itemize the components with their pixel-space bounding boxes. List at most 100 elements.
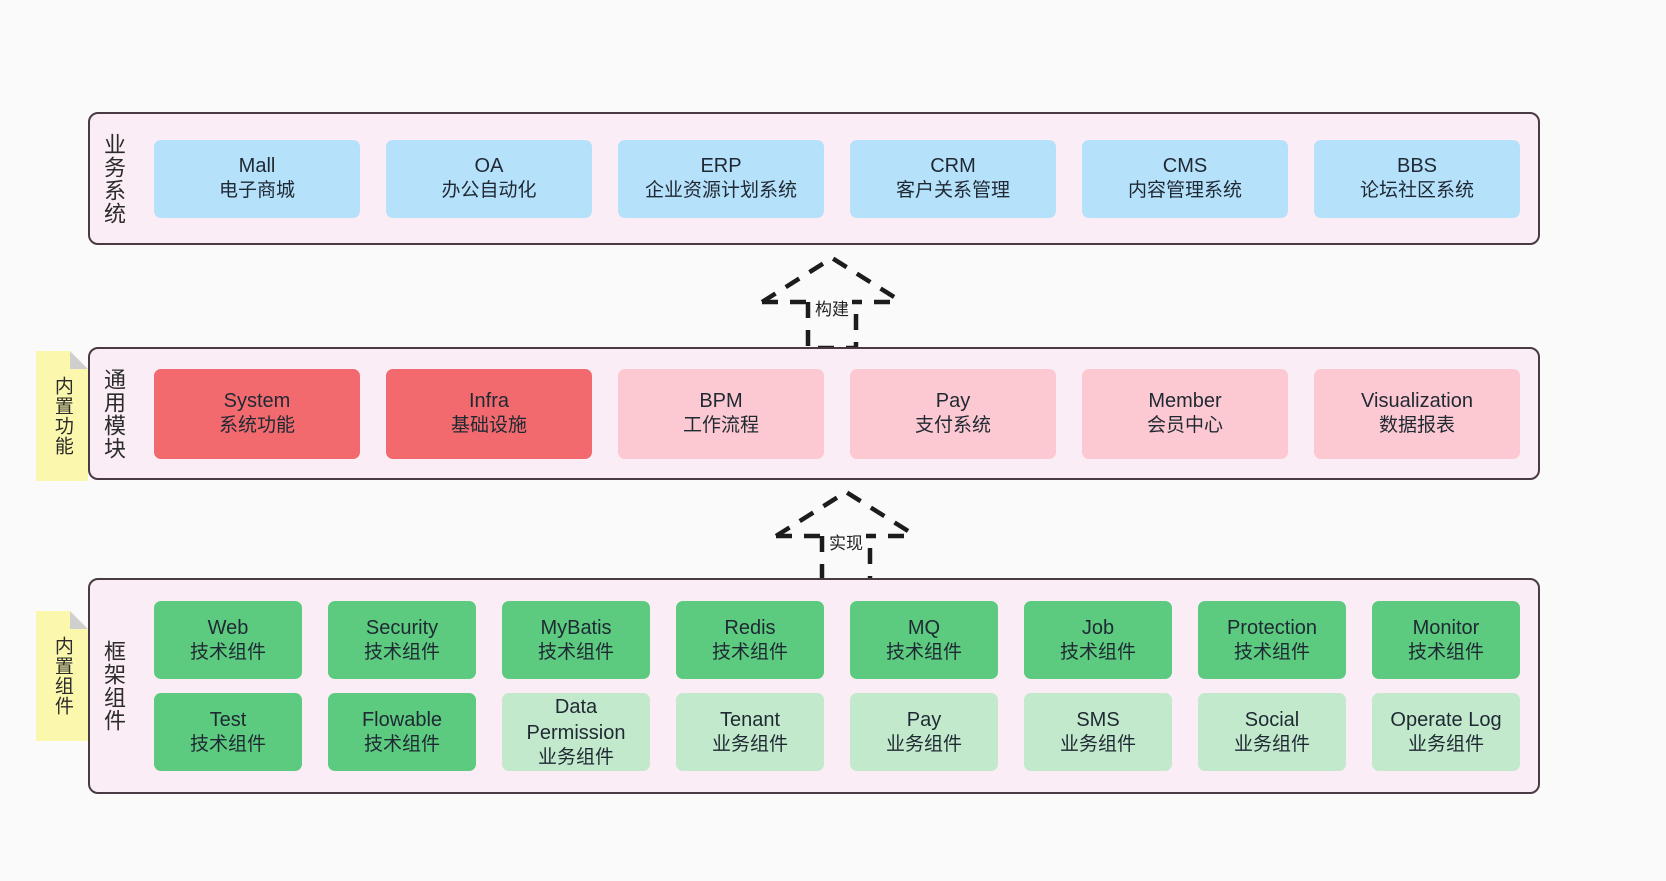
box-title: Security [365,616,439,639]
box-subtitle: 内容管理系统 [1127,180,1242,202]
box-title: BPM [699,390,743,413]
layer-body-framework-components: Web 技术组件 Security 技术组件 MyBatis 技术组件 Redi… [136,580,1538,792]
box-row: Test 技术组件 Flowable 技术组件 Data Permission … [154,693,1520,771]
connector-realize: 实现 [766,486,926,586]
box-title: MQ [907,616,941,639]
box-oa[interactable]: OA 办公自动化 [386,139,592,218]
layer-body-common-modules: System 系统功能 Infra 基础设施 BPM 工作流程 Pay 支付系统… [136,349,1538,478]
box-title: Pay [906,708,942,731]
box-sms[interactable]: SMS 业务组件 [1024,693,1172,771]
layer-label-common-modules: 通用模块 [100,367,126,460]
box-pay-module[interactable]: Pay 支付系统 [850,368,1056,459]
box-security[interactable]: Security 技术组件 [328,601,476,679]
box-title: Job [1081,616,1115,639]
note-builtin-features: 内置功能 [36,351,88,481]
box-crm[interactable]: CRM 客户关系管理 [850,139,1056,218]
box-subtitle: 业务组件 [711,733,788,755]
box-title: Flowable [361,708,443,731]
box-bpm[interactable]: BPM 工作流程 [618,368,824,459]
box-title: Test [209,708,247,731]
box-job[interactable]: Job 技术组件 [1024,601,1172,679]
box-title: ERP [700,155,742,178]
box-title: CRM [930,155,976,178]
box-title: MyBatis [540,616,612,639]
box-title: Tenant [719,708,781,731]
box-subtitle: 业务组件 [1059,733,1136,755]
box-title: System [223,390,291,413]
box-monitor[interactable]: Monitor 技术组件 [1372,601,1520,679]
box-data-permission[interactable]: Data Permission 业务组件 [502,693,650,771]
box-title: Infra [468,390,510,413]
box-title: Monitor [1412,616,1480,639]
box-mybatis[interactable]: MyBatis 技术组件 [502,601,650,679]
box-flowable[interactable]: Flowable 技术组件 [328,693,476,771]
box-subtitle: 技术组件 [363,641,440,663]
box-operate-log[interactable]: Operate Log 业务组件 [1372,693,1520,771]
box-mq[interactable]: MQ 技术组件 [850,601,998,679]
note-text: 内置组件 [51,636,73,716]
box-system[interactable]: System 系统功能 [154,368,360,459]
box-title: Pay [935,390,971,413]
box-subtitle: 业务组件 [537,746,614,768]
note-builtin-components: 内置组件 [36,611,88,741]
box-cms[interactable]: CMS 内容管理系统 [1082,139,1288,218]
connector-build: 构建 [752,252,912,352]
box-row: Web 技术组件 Security 技术组件 MyBatis 技术组件 Redi… [154,601,1520,679]
box-subtitle: 技术组件 [1233,641,1310,663]
box-subtitle: 业务组件 [1233,733,1310,755]
box-subtitle: 系统功能 [218,415,295,437]
box-member[interactable]: Member 会员中心 [1082,368,1288,459]
box-title: Web [207,616,249,639]
box-title: Data Permission [526,695,626,744]
box-subtitle: 客户关系管理 [895,180,1010,202]
box-title: Member [1148,390,1222,413]
layer-common-modules: 通用模块 System 系统功能 Infra 基础设施 BPM 工作流程 Pay… [88,347,1540,480]
layer-business-systems: 业务系统 Mall 电子商城 OA 办公自动化 ERP 企业资源计划系统 CRM… [88,112,1540,245]
box-row: Mall 电子商城 OA 办公自动化 ERP 企业资源计划系统 CRM 客户关系… [154,139,1520,218]
box-subtitle: 技术组件 [537,641,614,663]
box-social[interactable]: Social 业务组件 [1198,693,1346,771]
box-protection[interactable]: Protection 技术组件 [1198,601,1346,679]
box-pay-component[interactable]: Pay 业务组件 [850,693,998,771]
box-subtitle: 支付系统 [914,415,991,437]
box-title: SMS [1076,708,1120,731]
box-visualization[interactable]: Visualization 数据报表 [1314,368,1520,459]
box-subtitle: 技术组件 [1059,641,1136,663]
box-subtitle: 论坛社区系统 [1359,180,1474,202]
box-subtitle: 技术组件 [363,733,440,755]
box-row: System 系统功能 Infra 基础设施 BPM 工作流程 Pay 支付系统… [154,368,1520,459]
box-subtitle: 技术组件 [711,641,788,663]
box-title: OA [474,155,504,178]
box-subtitle: 技术组件 [885,641,962,663]
box-subtitle: 办公自动化 [441,180,537,202]
connector-realize-label: 实现 [826,529,866,554]
box-title: BBS [1396,155,1438,178]
box-subtitle: 技术组件 [189,733,266,755]
box-web[interactable]: Web 技术组件 [154,601,302,679]
box-mall[interactable]: Mall 电子商城 [154,139,360,218]
box-erp[interactable]: ERP 企业资源计划系统 [618,139,824,218]
box-infra[interactable]: Infra 基础设施 [386,368,592,459]
box-tenant[interactable]: Tenant 业务组件 [676,693,824,771]
box-subtitle: 技术组件 [1407,641,1484,663]
box-title: Social [1244,708,1300,731]
connector-build-label: 构建 [812,295,852,320]
box-subtitle: 电子商城 [218,180,295,202]
box-subtitle: 基础设施 [450,415,527,437]
box-bbs[interactable]: BBS 论坛社区系统 [1314,139,1520,218]
box-title: Visualization [1361,390,1473,413]
box-redis[interactable]: Redis 技术组件 [676,601,824,679]
box-subtitle: 企业资源计划系统 [644,180,797,202]
box-title: Operate Log [1390,708,1502,731]
box-title: Protection [1226,616,1318,639]
layer-body-business-systems: Mall 电子商城 OA 办公自动化 ERP 企业资源计划系统 CRM 客户关系… [136,114,1538,243]
box-test[interactable]: Test 技术组件 [154,693,302,771]
layer-framework-components: 框架组件 Web 技术组件 Security 技术组件 MyBatis 技术组件… [88,578,1540,794]
box-title: CMS [1162,155,1208,178]
box-title: Redis [724,616,776,639]
box-subtitle: 会员中心 [1146,415,1223,437]
layer-label-business-systems: 业务系统 [100,132,126,225]
box-subtitle: 业务组件 [1407,733,1484,755]
layer-label-framework-components: 框架组件 [100,640,126,732]
